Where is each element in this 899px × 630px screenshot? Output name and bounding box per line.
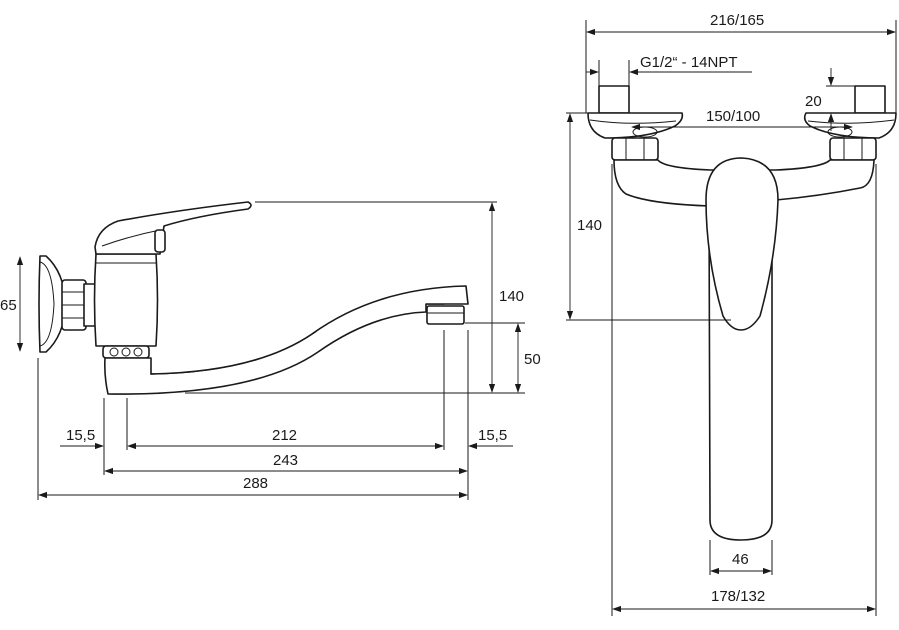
front-view: 216/165 G1/2“ - 14NPT 20 150/100 140 46 … [566, 12, 897, 616]
left-rosette [587, 112, 684, 139]
right-hex-nut [829, 137, 877, 161]
dim-front-center-distance: 150/100 [706, 108, 760, 125]
dim-front-body-height: 140 [577, 217, 602, 234]
dim-front-bottom-width: 178/132 [711, 588, 765, 605]
dim-side-length-288: 288 [243, 475, 268, 492]
dim-side-height-140: 140 [499, 288, 524, 305]
dim-side-inner-left: 15,5 [66, 427, 95, 444]
dim-side-flange-height: 65 [0, 297, 17, 314]
dim-front-spout-width: 46 [732, 551, 749, 568]
dim-side-spout-reach: 212 [272, 427, 297, 444]
dim-front-nut-height: 20 [805, 93, 822, 110]
left-stem [598, 85, 630, 114]
dim-side-inner-right: 15,5 [478, 427, 507, 444]
aerator [426, 305, 465, 325]
front-lever [705, 157, 779, 331]
spout-top [150, 285, 469, 375]
right-stem [854, 85, 886, 114]
dim-front-thread: G1/2“ - 14NPT [640, 54, 738, 71]
dim-side-length-243: 243 [273, 452, 298, 469]
wall-flange [38, 255, 67, 353]
hex-nut [61, 279, 87, 331]
knurled-ring [102, 345, 150, 359]
mixer-body [93, 253, 159, 347]
dim-side-spout-height: 50 [524, 351, 541, 368]
lever-handle [94, 201, 252, 255]
dim-front-top-width: 216/165 [710, 12, 764, 29]
left-hex-nut [611, 137, 659, 161]
side-view: 140 50 65 15,5 212 15,5 243 288 [0, 201, 541, 500]
